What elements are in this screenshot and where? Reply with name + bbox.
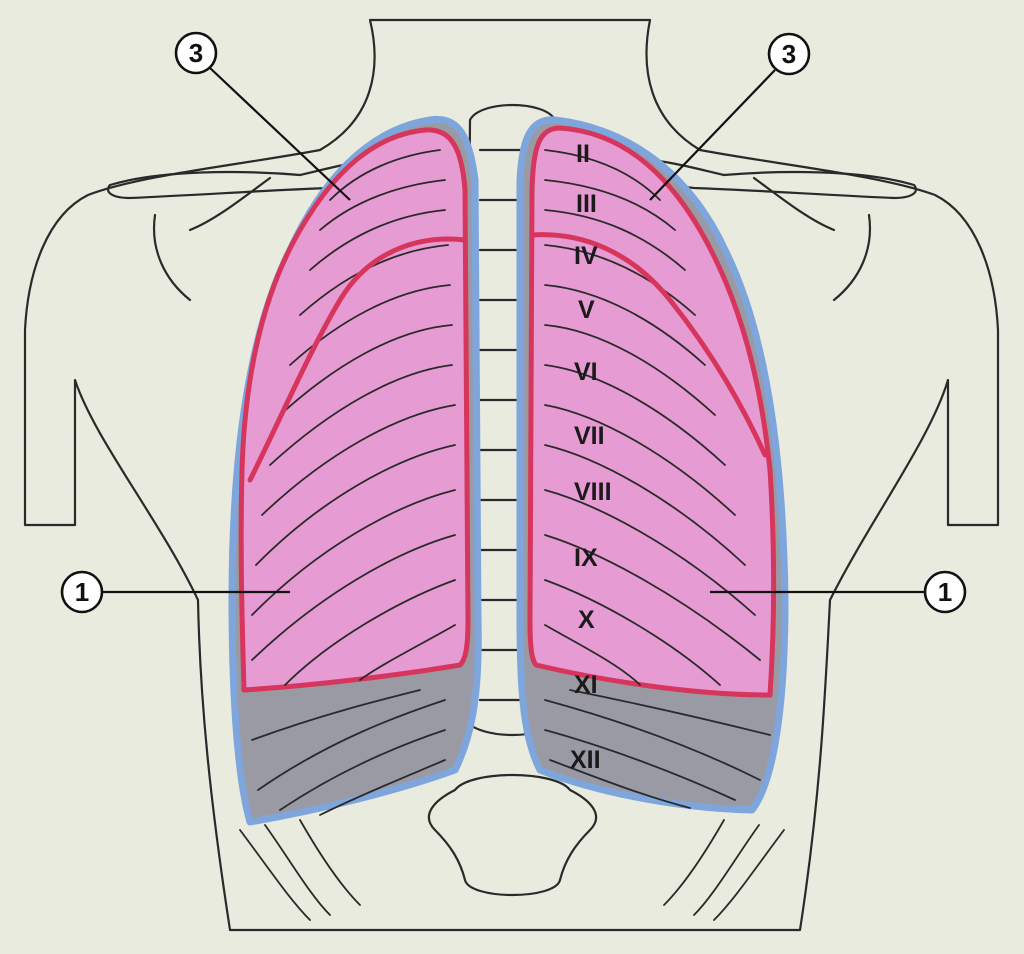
- lower-ribs: [239, 819, 785, 921]
- svg-text:3: 3: [189, 38, 203, 68]
- svg-text:1: 1: [938, 577, 952, 607]
- rib-label-viii: VIII: [574, 478, 612, 506]
- rib-labels: II III IV V VI VII VIII IX X XI XII: [570, 140, 612, 774]
- recess-ribs: [251, 689, 771, 816]
- marker-right-upper: 3: [767, 32, 811, 76]
- leader-right-upper: [649, 69, 776, 201]
- rib-label-vii: VII: [574, 422, 605, 450]
- rib-label-x: X: [578, 606, 595, 634]
- left-oblique-fissure: [247, 236, 468, 483]
- rib-label-ix: IX: [574, 544, 598, 572]
- rib-label-iii: III: [576, 190, 597, 218]
- rib-label-vi: VI: [574, 358, 598, 386]
- rib-label-xi: XI: [574, 671, 598, 699]
- torso: [23, 18, 1000, 932]
- right-scapula: [752, 176, 871, 302]
- rib-label-xii: XII: [570, 746, 601, 774]
- marker-left-lower: 1: [60, 570, 104, 614]
- right-lung-ribs: [544, 149, 761, 686]
- leader-left-upper: [209, 67, 351, 201]
- rib-label-iv: IV: [574, 242, 598, 270]
- rib-label-ii: II: [576, 140, 590, 168]
- right-oblique-fissure: [529, 232, 768, 458]
- marker-right-lower: 1: [923, 570, 967, 614]
- marker-left-upper: 3: [174, 31, 218, 75]
- left-lung-ribs: [251, 149, 456, 686]
- rib-label-v: V: [578, 296, 595, 324]
- svg-text:1: 1: [75, 577, 89, 607]
- left-scapula: [153, 176, 272, 302]
- svg-text:3: 3: [782, 39, 796, 69]
